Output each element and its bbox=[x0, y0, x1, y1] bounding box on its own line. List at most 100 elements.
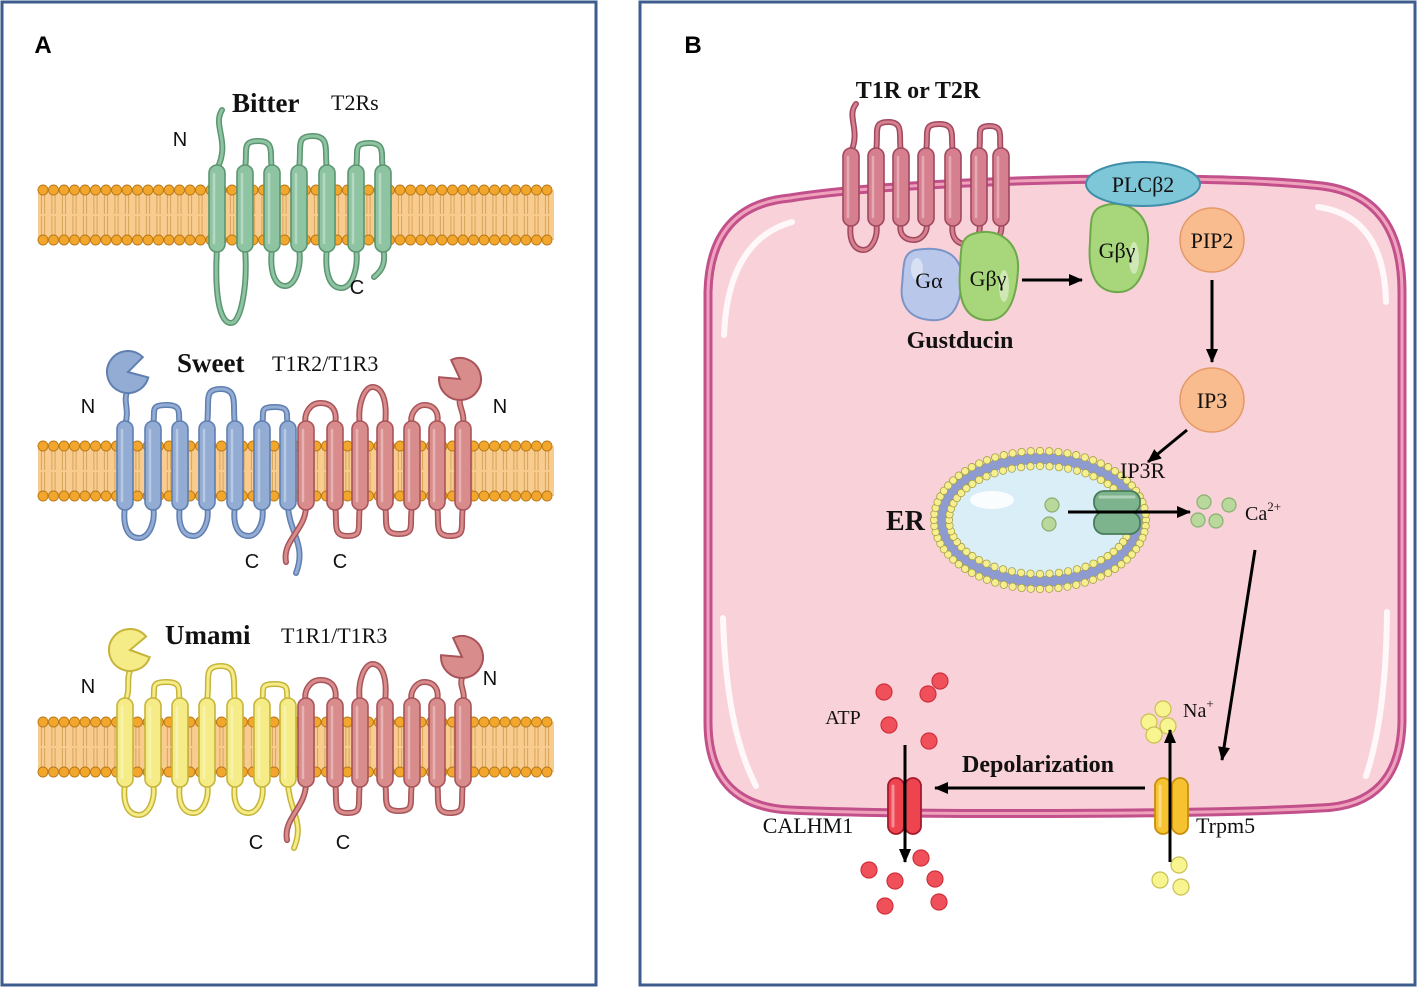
er-lipid-head bbox=[944, 481, 953, 490]
lipid-head bbox=[58, 766, 70, 778]
lipid-head bbox=[216, 716, 227, 728]
lipid-head bbox=[111, 234, 122, 246]
lipid-head bbox=[226, 234, 238, 246]
transmembrane-helix bbox=[992, 147, 1010, 227]
sweet-title: Sweet bbox=[177, 348, 244, 378]
lipid-head bbox=[48, 490, 59, 502]
lipid-head bbox=[132, 184, 143, 196]
er-lipid-head bbox=[1026, 584, 1035, 593]
sodium-label: Na+ bbox=[1183, 696, 1214, 722]
lipid-head bbox=[342, 766, 353, 778]
lipid-head bbox=[195, 184, 206, 196]
g-beta-gamma-bound-label: Gβγ bbox=[970, 266, 1007, 291]
lipid-head bbox=[541, 766, 553, 778]
atp-molecule bbox=[930, 893, 948, 911]
calcium-ion bbox=[1196, 494, 1212, 510]
calcium-charge: 2+ bbox=[1267, 499, 1281, 514]
lipid-head bbox=[531, 234, 542, 246]
atp-molecule bbox=[875, 683, 893, 701]
lipid-head bbox=[447, 184, 458, 196]
transmembrane-helix bbox=[198, 697, 216, 788]
atp-molecule bbox=[926, 870, 944, 888]
transmembrane-helix bbox=[226, 697, 244, 788]
lipid-head bbox=[184, 184, 196, 196]
er-lipid-head bbox=[1096, 556, 1105, 565]
er-lipid-head bbox=[1017, 583, 1026, 593]
ip3r-subunit bbox=[1093, 511, 1141, 535]
transmembrane-helix bbox=[144, 697, 162, 788]
er-lipid-head bbox=[1035, 569, 1045, 579]
t1r3-receptor-sweet bbox=[282, 383, 472, 565]
er-lipid-head bbox=[990, 469, 999, 478]
lipid-head bbox=[531, 716, 542, 728]
lipid-head bbox=[279, 184, 290, 196]
er-label: ER bbox=[886, 506, 926, 537]
lipid-head bbox=[520, 234, 532, 246]
lipid-head bbox=[58, 440, 70, 452]
lipid-head bbox=[531, 490, 542, 502]
lipid-head bbox=[79, 440, 91, 452]
cell-shine bbox=[1363, 609, 1390, 779]
atp-molecule bbox=[876, 897, 894, 915]
lipid-head bbox=[541, 490, 553, 502]
er-lipid-head bbox=[1035, 461, 1045, 471]
lipid-head bbox=[153, 184, 164, 196]
atp-molecule bbox=[886, 872, 904, 890]
panel-a: A Bitter T2Rs N C Sweet T1R2/T1R3 N N C … bbox=[0, 0, 598, 987]
lipid-head bbox=[90, 184, 101, 196]
sodium-ion bbox=[1151, 871, 1169, 889]
er-lipid-head bbox=[968, 479, 977, 488]
panel-a-label: A bbox=[34, 32, 51, 59]
er-lipid-head bbox=[1045, 584, 1054, 593]
transmembrane-helix bbox=[208, 164, 226, 253]
transmembrane-helix bbox=[253, 697, 271, 788]
lipid-head bbox=[520, 184, 532, 196]
lipid-head bbox=[69, 766, 80, 778]
polypeptide-chain bbox=[214, 108, 386, 325]
lipid-head bbox=[489, 234, 500, 246]
lipid-head bbox=[510, 184, 521, 196]
lipid-head bbox=[121, 184, 133, 196]
er-lipid-head bbox=[1054, 447, 1063, 457]
transmembrane-helix bbox=[428, 697, 446, 788]
atp-molecule bbox=[880, 716, 898, 734]
er-lipid-head bbox=[960, 564, 970, 573]
gustducin-label: Gustducin bbox=[907, 328, 1014, 354]
lipid-head bbox=[37, 440, 49, 452]
transmembrane-helix bbox=[171, 697, 189, 788]
er-lipid-head bbox=[1045, 569, 1054, 578]
er-lipid-head bbox=[1089, 472, 1098, 481]
lipid-head bbox=[37, 716, 49, 728]
er-lipid-head bbox=[967, 463, 976, 472]
transmembrane-helix bbox=[326, 697, 344, 788]
ip3r-label: IP3R bbox=[1120, 458, 1166, 483]
lipid-head bbox=[342, 716, 353, 728]
transmembrane-helix bbox=[290, 164, 308, 253]
transmembrane-helix bbox=[226, 420, 244, 511]
transmembrane-helix bbox=[454, 420, 472, 511]
lipid-head bbox=[478, 184, 490, 196]
cell-shine bbox=[720, 615, 759, 789]
transmembrane-helix bbox=[351, 697, 369, 788]
ip3r-subunit bbox=[1093, 490, 1141, 514]
lipid-head bbox=[436, 184, 448, 196]
er-lipid-head bbox=[975, 459, 984, 468]
er-lipid-head bbox=[1117, 471, 1126, 480]
panel-b-shapes bbox=[703, 101, 1407, 915]
cell-shine bbox=[721, 219, 795, 338]
lipid-head bbox=[79, 490, 91, 502]
er-lipid-head bbox=[982, 472, 991, 481]
transmembrane-helix bbox=[454, 697, 472, 788]
lipid-head bbox=[342, 440, 353, 452]
lipid-head bbox=[216, 766, 227, 778]
er-lipid-head bbox=[1016, 463, 1026, 472]
er-lipid-head bbox=[1072, 451, 1081, 460]
er-lipid-head bbox=[1045, 462, 1054, 471]
t1r2-receptor bbox=[116, 385, 303, 576]
calcium-ion bbox=[1041, 516, 1057, 532]
er-lipid-head bbox=[1072, 565, 1082, 574]
transmembrane-helix bbox=[116, 697, 134, 788]
er-lipid-head bbox=[1026, 569, 1035, 578]
lipid-head bbox=[510, 234, 521, 246]
lipid-head bbox=[132, 440, 143, 452]
